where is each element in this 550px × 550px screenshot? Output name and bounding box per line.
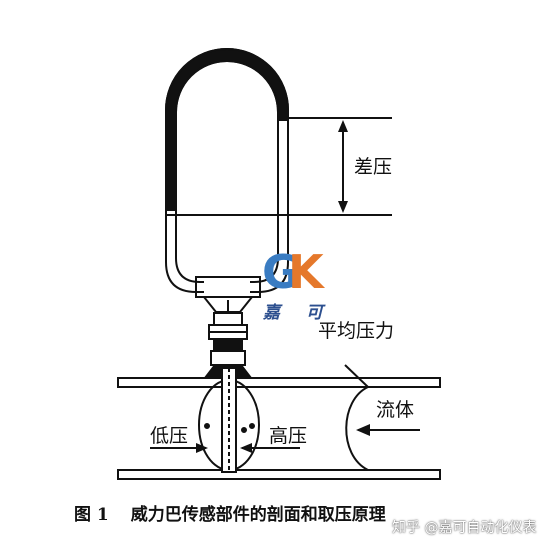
brand-logo: G K: [262, 245, 326, 299]
averaging-pitot-tube: [198, 367, 260, 473]
svg-text:K: K: [288, 245, 326, 299]
low-pressure-label: 低压: [150, 425, 189, 447]
diff-pressure-arrow: [338, 120, 348, 213]
low-pressure-arrow: [150, 443, 208, 453]
high-pressure-label: 高压: [269, 425, 308, 447]
fluid-arrow: [356, 424, 420, 436]
figure-title: 威力巴传感部件的剖面和取压原理: [130, 505, 386, 525]
fitting-nut: [208, 312, 248, 366]
pipe: [117, 377, 441, 480]
svg-text:G: G: [262, 245, 300, 299]
avg-pressure-label: 平均压力: [318, 320, 395, 342]
figure-number: 图 1: [74, 505, 109, 525]
watermark: 知乎 @嘉可自动化仪表: [392, 520, 537, 536]
fluid-label: 流体: [376, 399, 415, 421]
mercury-column: [165, 48, 289, 211]
figure-caption: 图 1 威力巴传感部件的剖面和取压原理: [74, 500, 386, 525]
high-pressure-arrow: [240, 443, 300, 453]
u-tube-manometer: [165, 48, 289, 211]
logo-text: 嘉 可: [263, 303, 333, 323]
diff-pressure-label: 差压: [354, 156, 393, 178]
flow-profile: [345, 386, 369, 471]
